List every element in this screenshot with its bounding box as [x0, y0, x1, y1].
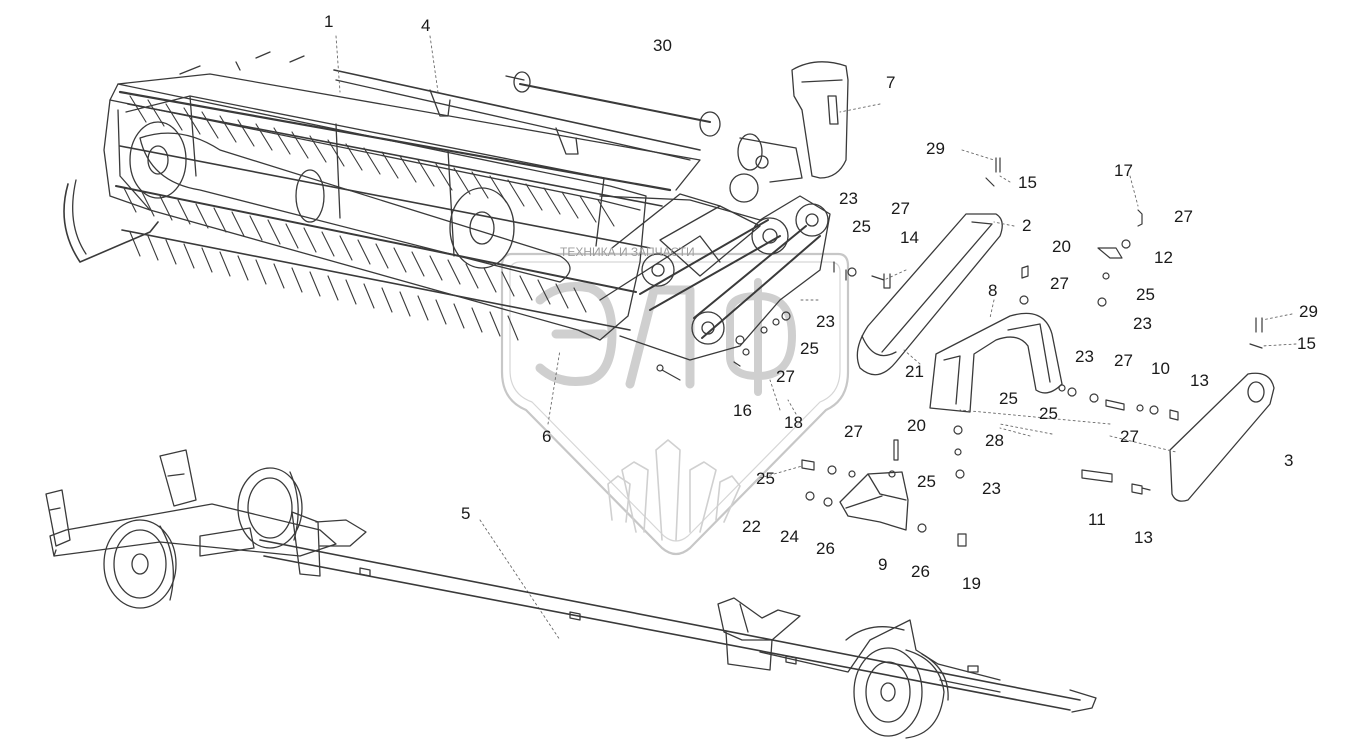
callout-13-top: 13 — [1190, 371, 1209, 390]
callout-4: 4 — [421, 16, 431, 35]
callout-15-right: 15 — [1297, 334, 1316, 353]
callout-27-d: 27 — [776, 367, 795, 386]
callout-26-a: 26 — [816, 539, 835, 558]
callout-23-e: 23 — [982, 479, 1001, 498]
callout-16: 16 — [733, 401, 752, 420]
callout-15-top: 15 — [1018, 173, 1037, 192]
belt-guard-2 — [856, 213, 1003, 376]
callout-25-a: 25 — [852, 217, 871, 236]
callout-14: 14 — [900, 228, 919, 247]
callout-20-b: 20 — [907, 416, 926, 435]
callout-25-c: 25 — [800, 339, 819, 358]
callout-19: 19 — [962, 574, 981, 593]
callout-25-f: 25 — [756, 469, 775, 488]
callout-29-right: 29 — [1299, 302, 1318, 321]
callout-3: 3 — [1284, 451, 1294, 470]
callout-6: 6 — [542, 427, 552, 446]
callout-24: 24 — [780, 527, 799, 546]
cover-part-8 — [929, 312, 1063, 413]
shield-part-7 — [791, 61, 849, 179]
callout-8: 8 — [988, 281, 998, 300]
callout-28: 28 — [985, 431, 1004, 450]
callout-27-f: 27 — [844, 422, 863, 441]
callout-17: 17 — [1114, 161, 1133, 180]
callout-27-c: 27 — [1050, 274, 1069, 293]
callout-23-b: 23 — [1133, 314, 1152, 333]
callout-12: 12 — [1154, 248, 1173, 267]
callout-27-g: 27 — [1120, 427, 1139, 446]
callout-27-e: 27 — [1114, 351, 1133, 370]
transport-trailer-5 — [45, 449, 1097, 739]
callout-25-d: 25 — [999, 389, 1018, 408]
callout-20-a: 20 — [1052, 237, 1071, 256]
callout-2: 2 — [1022, 216, 1032, 235]
callout-18: 18 — [784, 413, 803, 432]
callout-23-d: 23 — [1075, 347, 1094, 366]
callout-9: 9 — [878, 555, 888, 574]
callout-30: 30 — [653, 36, 672, 55]
watermark-caption: ТЕХНИКА И ЗАПЧАСТИ — [560, 245, 695, 259]
callout-27-b: 27 — [891, 199, 910, 218]
bracket-part-9 — [839, 471, 909, 531]
callout-26-b: 26 — [911, 562, 930, 581]
callout-27-a: 27 — [1174, 207, 1193, 226]
callout-23-c: 23 — [816, 312, 835, 331]
shaft-drawings — [179, 51, 721, 161]
cover-part-3 — [1169, 372, 1275, 502]
callout-23-a: 23 — [839, 189, 858, 208]
callout-10: 10 — [1151, 359, 1170, 378]
fasteners — [656, 157, 1263, 547]
callout-7: 7 — [886, 73, 896, 92]
callout-21: 21 — [905, 362, 924, 381]
callout-22: 22 — [742, 517, 761, 536]
header-frame-drawing — [63, 73, 831, 361]
callout-25-g: 25 — [917, 472, 936, 491]
leader-lines — [335, 35, 1297, 641]
callout-25-b: 25 — [1136, 285, 1155, 304]
callout-11: 11 — [1088, 510, 1106, 529]
callout-1: 1 — [324, 12, 334, 31]
callout-25-e: 25 — [1039, 404, 1058, 423]
callout-5: 5 — [461, 504, 471, 523]
callout-13-bottom: 13 — [1134, 528, 1153, 547]
watermark-logo — [500, 252, 850, 556]
callout-29-top: 29 — [926, 139, 945, 158]
